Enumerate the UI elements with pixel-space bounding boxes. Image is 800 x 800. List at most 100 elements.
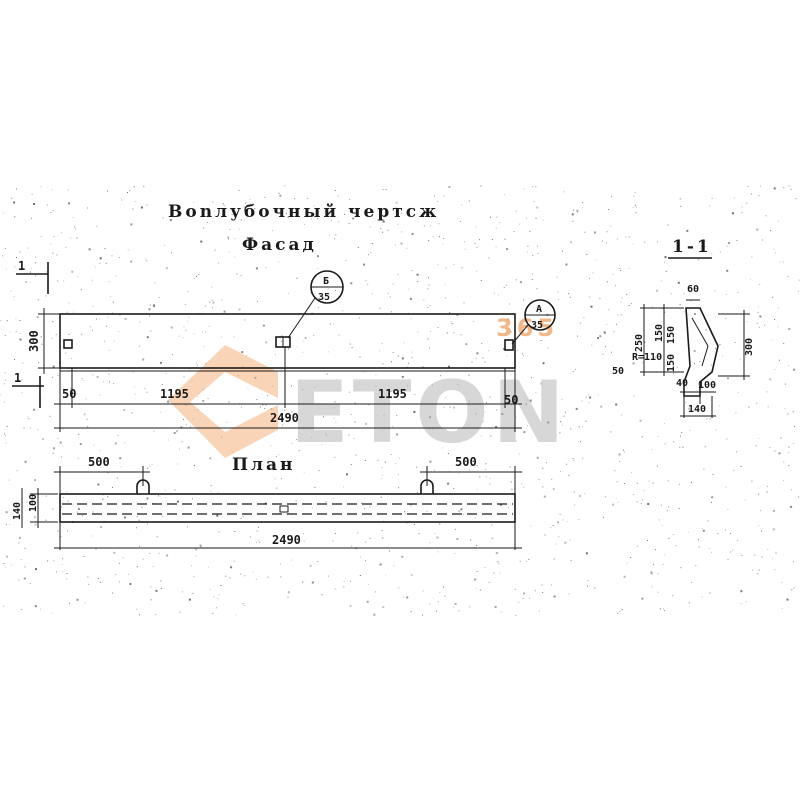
noise-speck [225,575,227,577]
noise-speck [60,456,62,458]
noise-speck [707,314,709,316]
noise-speck [475,413,477,415]
noise-speck [793,368,796,371]
noise-speck [68,333,70,335]
noise-speck [626,293,628,295]
noise-speck [514,588,516,590]
noise-speck [484,567,486,569]
noise-speck [345,260,347,262]
noise-speck [51,189,53,191]
noise-speck [10,290,12,292]
noise-speck [766,391,768,393]
noise-speck [303,540,305,542]
noise-speck [727,377,729,380]
noise-speck [27,416,29,418]
noise-speck [387,229,389,231]
noise-speck [96,376,99,378]
noise-speck [760,510,762,512]
noise-speck [464,241,466,243]
noise-speck [175,430,178,433]
noise-speck [634,204,636,206]
noise-speck [5,511,8,514]
noise-speck [561,424,563,426]
noise-speck [499,572,501,574]
noise-speck [146,260,148,262]
noise-speck [13,296,15,297]
noise-speck [396,433,399,436]
noise-speck [167,400,170,403]
noise-speck [79,443,82,446]
noise-speck [475,587,477,589]
noise-speck [620,314,622,316]
noise-speck [535,392,537,393]
plan-left-offset-dim: 500 [88,455,110,469]
noise-speck [711,496,714,499]
noise-speck [166,554,169,557]
noise-speck [771,339,773,341]
noise-speck [29,501,32,504]
noise-speck [574,369,576,370]
watermark-logo-icon [168,345,278,458]
noise-speck [45,495,47,497]
noise-speck [327,288,329,290]
noise-speck [50,243,52,245]
noise-speck [605,496,607,498]
noise-speck [410,318,412,320]
noise-speck [59,441,62,444]
noise-speck [240,573,242,575]
noise-speck [651,306,653,308]
noise-speck [401,231,403,233]
noise-speck [454,528,456,530]
noise-speck [165,372,167,374]
noise-speck [784,407,786,409]
noise-speck [348,434,350,436]
noise-speck [488,257,490,259]
noise-speck [488,350,490,352]
noise-speck [416,492,418,494]
noise-speck [530,525,532,527]
noise-speck [0,394,2,396]
noise-speck [212,201,214,203]
noise-speck [521,483,523,485]
noise-speck [532,186,534,188]
noise-speck [325,501,327,503]
noise-speck [491,239,493,240]
noise-speck [97,578,99,579]
noise-speck [9,524,11,526]
noise-speck [270,445,272,447]
noise-speck [246,354,248,356]
noise-speck [658,519,660,521]
noise-speck [256,530,258,532]
noise-speck [255,578,257,580]
noise-speck [422,590,424,592]
noise-speck [228,238,229,240]
noise-speck [68,202,71,205]
noise-speck [449,312,451,313]
noise-speck [186,320,188,322]
noise-speck [45,271,47,273]
noise-speck [133,186,135,188]
noise-speck [535,186,537,188]
noise-speck [165,267,168,270]
noise-speck [141,506,143,508]
noise-speck [672,534,674,535]
noise-speck [72,217,74,219]
noise-speck [16,188,17,190]
noise-speck [437,601,439,603]
noise-speck [587,580,589,582]
noise-speck [688,602,690,604]
noise-speck [102,381,104,383]
facade-left-edge-dim: 50 [62,387,76,401]
noise-speck [365,422,367,425]
noise-speck [422,366,424,368]
noise-speck [786,598,789,601]
noise-speck [532,254,534,256]
noise-speck [156,536,158,538]
noise-speck [714,290,716,292]
noise-speck [500,611,502,613]
noise-speck [458,473,460,475]
noise-speck [328,575,329,577]
noise-speck [576,209,579,212]
noise-speck [244,319,246,321]
noise-speck [664,311,666,313]
